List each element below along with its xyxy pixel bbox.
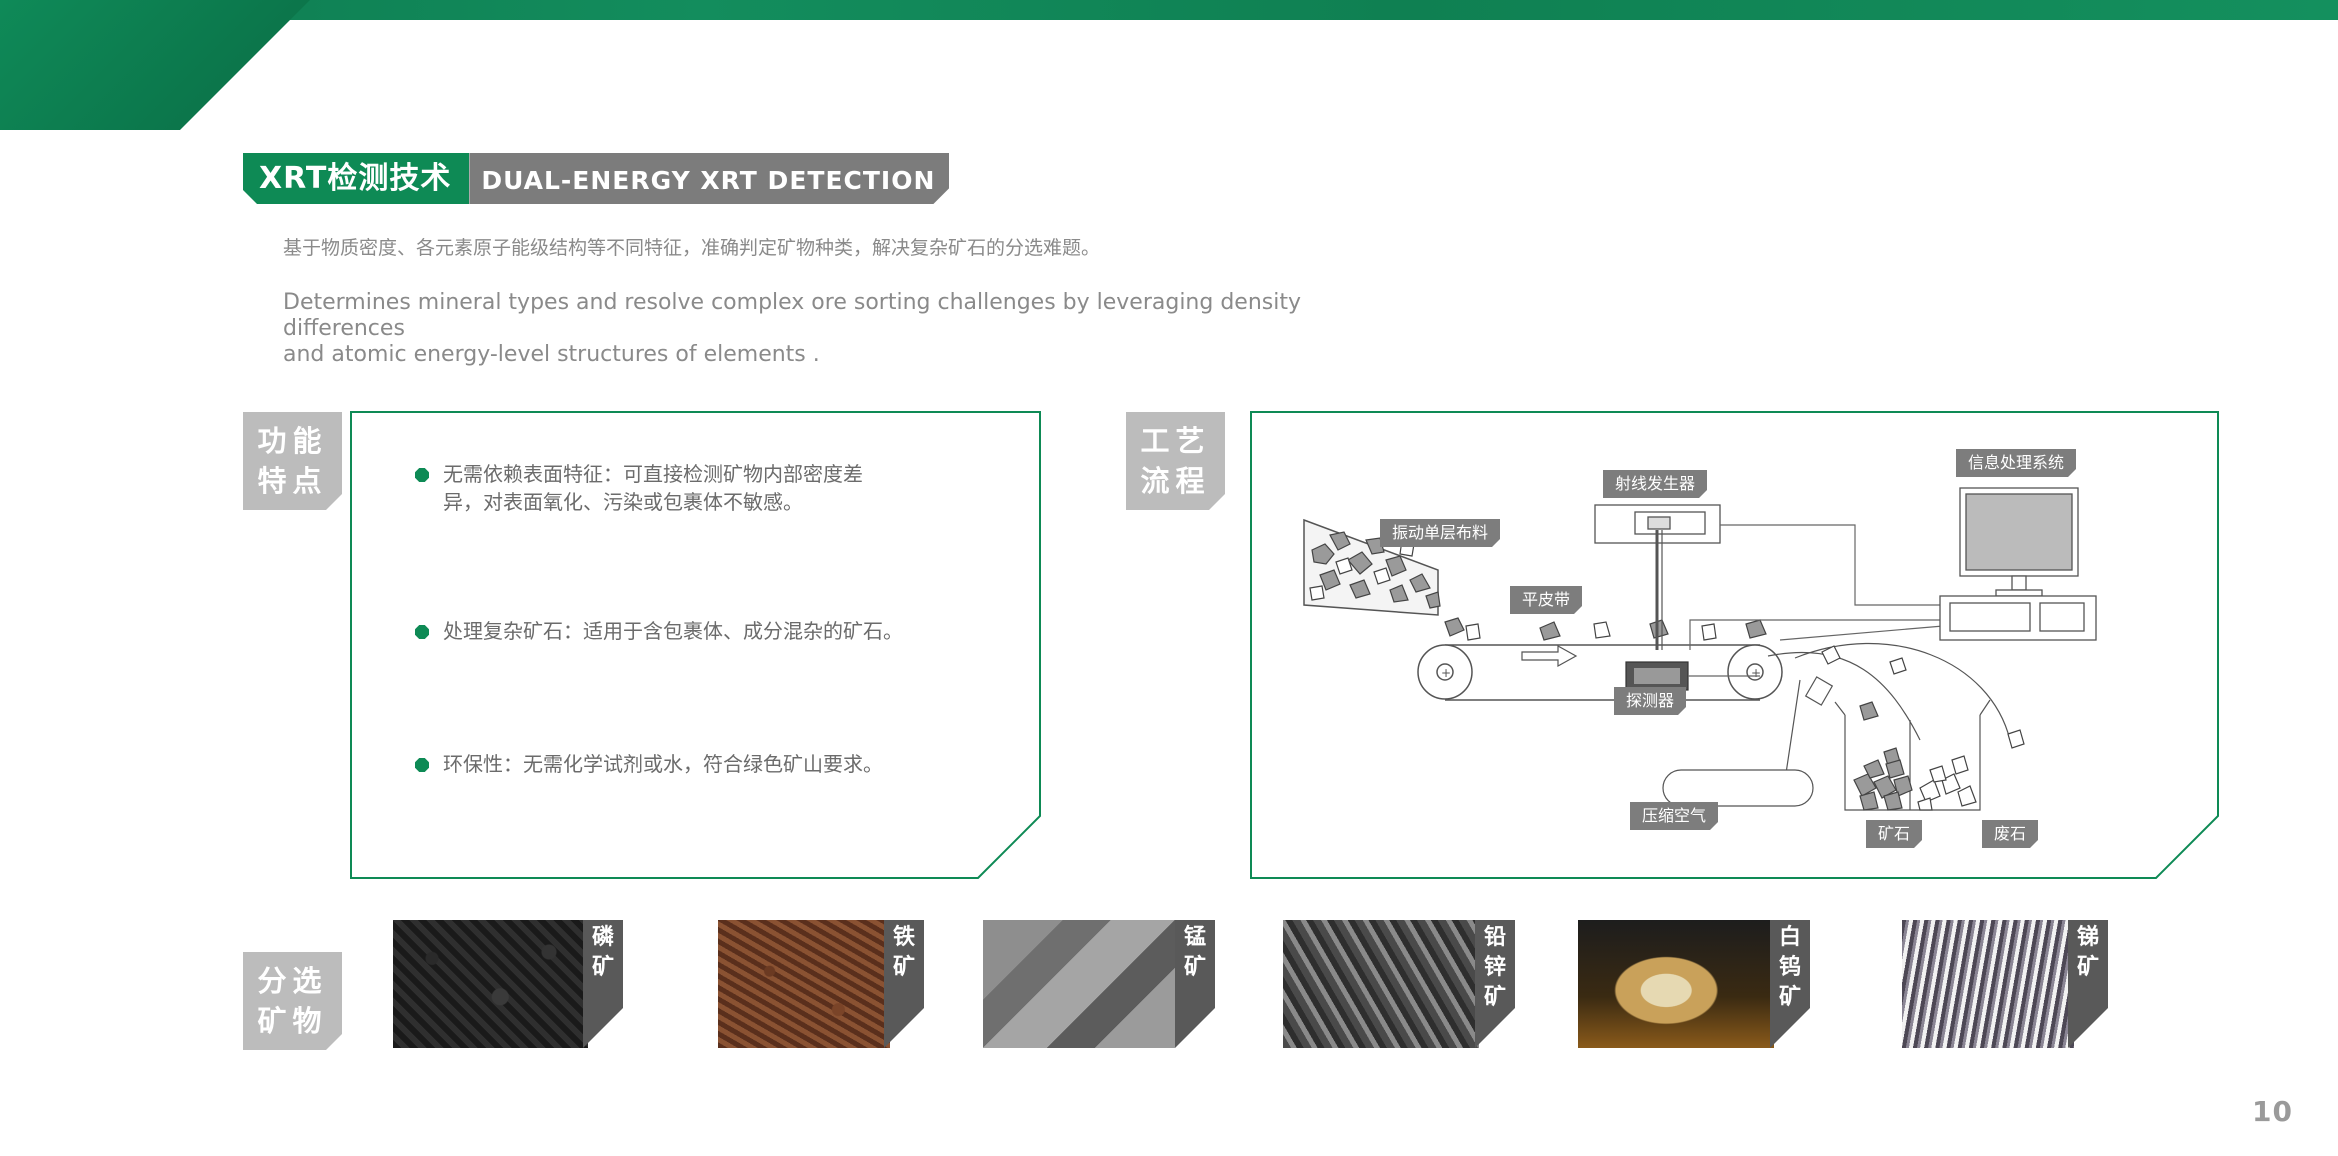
feature-text-line2: 异，对表面氧化、污染或包裹体不敏感。 (443, 490, 803, 514)
mineral-char: 矿 (1183, 955, 1206, 980)
manganese-ore-photo (983, 920, 1175, 1048)
mineral-char: 铁 (892, 925, 915, 950)
process-diagram: + + (1290, 440, 2120, 860)
feature-text-line1: 无需依赖表面特征：可直接检测矿物内部密度差 (443, 462, 863, 486)
mineral-char: 磷 (591, 925, 614, 950)
label-compressed-air: 压缩空气 (1630, 802, 1718, 830)
label-info-system: 信息处理系统 (1956, 449, 2076, 477)
bullet-icon (415, 625, 429, 639)
label-detector: 探测器 (1614, 687, 1686, 715)
page-number: 10 (2252, 1095, 2293, 1128)
bullet-icon (415, 758, 429, 772)
mineral-tag: 磷 矿 (583, 920, 623, 1048)
intro-en-line1: Determines mineral types and resolve com… (283, 290, 1301, 341)
mineral-card: 铅 锌 矿 (1283, 920, 1515, 1048)
label-waste: 废石 (1982, 820, 2038, 848)
title-en: DUAL-ENERGY XRT DETECTION (469, 153, 949, 204)
mineral-card: 锰 矿 (983, 920, 1215, 1048)
feature-text-line1: 处理复杂矿石：适用于含包裹体、成分混杂的矿石。 (443, 619, 903, 643)
label-belt: 平皮带 (1510, 586, 1582, 614)
mineral-card: 磷 矿 (393, 920, 623, 1048)
intro-en-line2: and atomic energy-level structures of el… (283, 342, 820, 367)
intro-en: Determines mineral types and resolve com… (283, 290, 1403, 368)
minerals-tag: 分选 矿物 (243, 952, 342, 1050)
mineral-tag: 锰 矿 (1175, 920, 1215, 1048)
mineral-char: 矿 (591, 955, 614, 980)
mineral-card: 锑 矿 (1902, 920, 2134, 1048)
scheelite-photo (1578, 920, 1774, 1048)
process-frame (1250, 411, 2220, 880)
mineral-card: 铁 矿 (718, 920, 948, 1048)
mineral-char: 锑 (2076, 925, 2099, 950)
minerals-tag-line2: 矿物 (257, 1004, 328, 1038)
phosphate-ore-photo (393, 920, 588, 1048)
lead-zinc-ore-photo (1283, 920, 1479, 1048)
mineral-tag: 白 钨 矿 (1770, 920, 1810, 1048)
mineral-char: 矿 (892, 955, 915, 980)
feature-item: 环保性：无需化学试剂或水，符合绿色矿山要求。 (413, 750, 973, 778)
mineral-tag: 铅 锌 矿 (1475, 920, 1515, 1048)
mineral-char: 矿 (1778, 985, 1801, 1010)
label-ore: 矿石 (1866, 820, 1922, 848)
corner-banner (0, 0, 310, 130)
feature-text-line1: 环保性：无需化学试剂或水，符合绿色矿山要求。 (443, 752, 883, 776)
process-tag-line2: 流程 (1140, 464, 1211, 498)
svg-text:+: + (1751, 666, 1761, 680)
mineral-card: 白 钨 矿 (1578, 920, 1810, 1048)
features-tag-line1: 功能 (257, 424, 328, 458)
antimony-ore-photo (1902, 920, 2074, 1048)
features-frame (350, 411, 1042, 880)
mineral-char: 矿 (2076, 955, 2099, 980)
diagram-drawing: + + (1303, 487, 2097, 811)
top-banner (0, 0, 2338, 20)
mineral-tag: 铁 矿 (884, 920, 924, 1048)
feature-item: 处理复杂矿石：适用于含包裹体、成分混杂的矿石。 (413, 617, 973, 645)
features-tag-line2: 特点 (257, 464, 328, 498)
section-title: XRT检测技术 DUAL-ENERGY XRT DETECTION (243, 153, 949, 204)
iron-ore-photo (718, 920, 890, 1048)
mineral-char: 锰 (1183, 925, 1206, 950)
label-ray-generator: 射线发生器 (1603, 470, 1707, 498)
title-cn: XRT检测技术 (243, 153, 469, 204)
svg-text:+: + (1441, 666, 1451, 680)
label-vibrating-feed: 振动单层布料 (1380, 519, 1500, 547)
bullet-icon (415, 468, 429, 482)
minerals-tag-line1: 分选 (257, 964, 328, 998)
process-tag: 工艺 流程 (1126, 412, 1225, 510)
intro-cn: 基于物质密度、各元素原子能级结构等不同特征，准确判定矿物种类，解决复杂矿石的分选… (283, 237, 1101, 259)
mineral-char: 铅 (1483, 925, 1506, 950)
mineral-tag: 锑 矿 (2068, 920, 2108, 1048)
mineral-char: 锌 (1483, 955, 1506, 980)
feature-item: 无需依赖表面特征：可直接检测矿物内部密度差 异，对表面氧化、污染或包裹体不敏感。 (413, 460, 973, 516)
mineral-char: 矿 (1483, 985, 1506, 1010)
mineral-char: 钨 (1778, 955, 1801, 980)
features-tag: 功能 特点 (243, 412, 342, 510)
process-tag-line1: 工艺 (1140, 424, 1211, 458)
mineral-char: 白 (1778, 925, 1801, 950)
